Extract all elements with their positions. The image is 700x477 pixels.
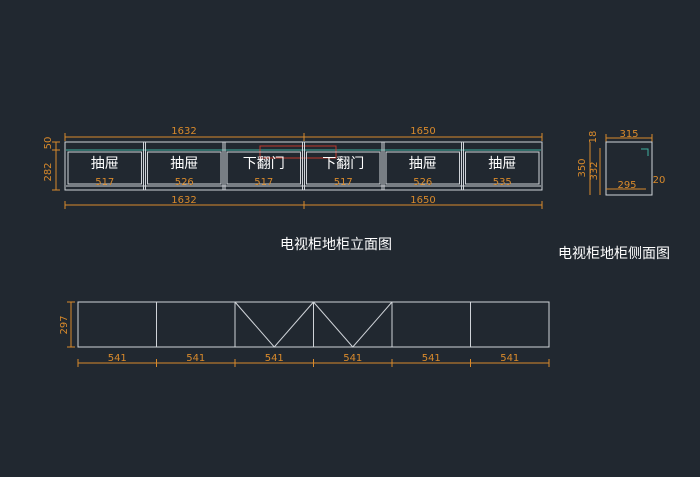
front-elevation: 1632 1650 1632 1650 50 282 抽屉 517 抽屉 526 下翻门…	[43, 126, 543, 209]
compartment-group: 抽屉 517 抽屉 526 下翻门 517 下翻门 517 抽屉 526 抽屉 535	[67, 142, 540, 190]
plan-width-dim: 541	[343, 353, 362, 364]
side-top-dim: 315	[619, 129, 638, 140]
compartment-width: 517	[254, 177, 273, 188]
compartment-label: 下翻门	[322, 156, 364, 172]
plan-width-dim: 541	[265, 353, 284, 364]
side-elevation: 315 18 350 332 295 20	[577, 129, 666, 196]
side-bottom-dim: 295	[617, 180, 636, 191]
plan-view: 297 541 541 541 541 541 541	[59, 301, 550, 367]
side-corner-mark	[641, 148, 649, 156]
compartment-width: 517	[334, 177, 353, 188]
side-left-dim-inner: 332	[589, 161, 600, 180]
compartment-panel	[67, 151, 142, 185]
compartment-width: 526	[413, 177, 432, 188]
side-cabinet-outline	[605, 141, 653, 196]
front-view-title: 电视柜地柜立面图	[280, 237, 392, 253]
side-top-small-dim: 18	[588, 131, 599, 144]
compartment-label: 抽屉	[409, 156, 437, 172]
plan-cell-group	[156, 301, 471, 348]
plan-width-dim: 541	[500, 353, 519, 364]
plan-width-dim: 541	[108, 353, 127, 364]
compartment-label: 抽屉	[488, 156, 516, 172]
compartment-label: 抽屉	[170, 156, 198, 172]
compartment-panel	[306, 151, 381, 185]
side-right-dim: 20	[653, 175, 666, 186]
front-left-dim-top: 50	[43, 137, 54, 150]
side-left-dim-outer: 350	[577, 158, 588, 177]
side-view-title: 电视柜地柜侧面图	[558, 246, 670, 262]
compartment-width: 526	[175, 177, 194, 188]
compartment-width: 535	[493, 177, 512, 188]
flip-door-mark	[234, 301, 314, 348]
compartment-label: 抽屉	[91, 156, 119, 172]
plan-width-dim: 541	[186, 353, 205, 364]
compartment-width: 517	[95, 177, 114, 188]
compartment-panel	[385, 151, 460, 185]
compartment-panel	[226, 151, 301, 185]
flip-door-mark	[313, 301, 393, 348]
plan-height-dim: 297	[59, 315, 70, 334]
plan-dim-group: 541 541 541 541 541 541	[77, 353, 550, 367]
front-top-dim-right: 1650	[410, 126, 435, 137]
front-bottom-dim-right: 1650	[410, 195, 435, 206]
plan-width-dim: 541	[422, 353, 441, 364]
compartment-label: 下翻门	[243, 156, 285, 172]
front-bottom-dim-left: 1632	[171, 195, 196, 206]
compartment-panel	[147, 151, 222, 185]
front-left-dim-main: 282	[43, 162, 54, 181]
front-cabinet-outline	[64, 141, 543, 191]
compartment-panel	[465, 151, 540, 185]
front-top-dim-left: 1632	[171, 126, 196, 137]
